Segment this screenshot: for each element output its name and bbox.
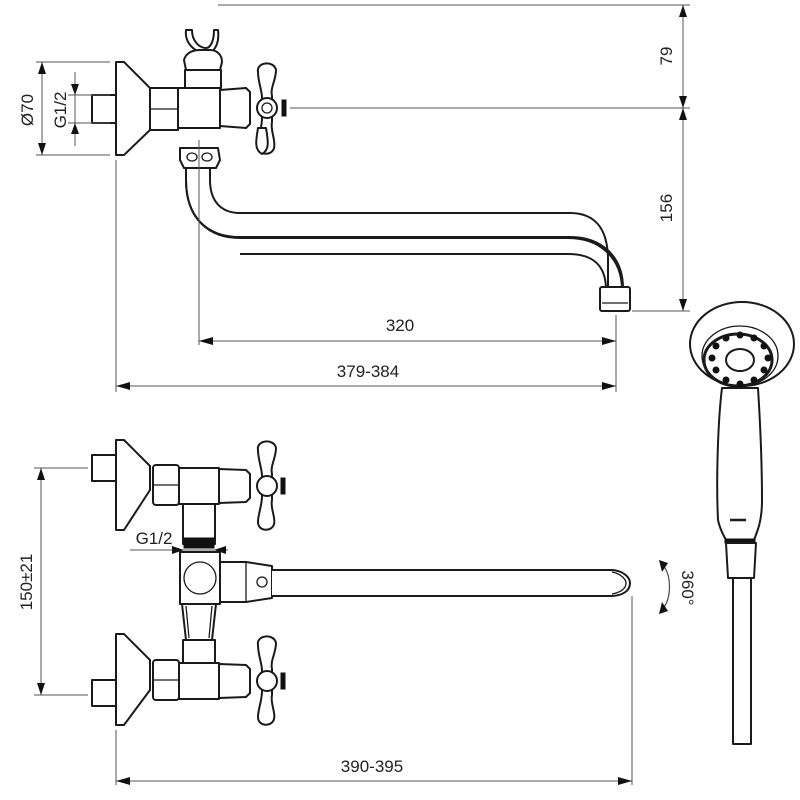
body-upper <box>178 467 220 505</box>
hand-shower <box>689 301 795 745</box>
wall-flange <box>115 61 151 156</box>
dim-outlet-thread: G1/2 <box>136 529 173 548</box>
wall-flange-lower <box>115 633 151 726</box>
dim-inlet-thread: G1/2 <box>51 92 70 129</box>
spray-nozzles <box>708 331 772 388</box>
body-lower <box>178 662 220 700</box>
spout-swivel-nut <box>179 147 221 169</box>
cross-handle-lower <box>256 635 286 726</box>
valve-bonnet-upper <box>218 468 251 504</box>
spout-tube <box>209 168 609 288</box>
side-view <box>91 29 631 312</box>
handle-tip <box>255 127 269 155</box>
side-dimensions: Ø70 G1/2 79 156 320 379-384 <box>18 4 690 392</box>
dim-spout-reach: 320 <box>386 316 414 335</box>
dim-inlet-spacing: 150±21 <box>17 554 36 611</box>
thread-band <box>183 537 215 549</box>
wall-flange-upper <box>115 439 151 531</box>
inlet-stub-lower <box>91 679 117 707</box>
mixer-body <box>177 87 221 129</box>
swivel-arc <box>661 563 671 611</box>
valve-bonnet-lower <box>218 663 251 699</box>
holder-collar <box>184 69 222 89</box>
dim-shower-height: 79 <box>657 47 676 66</box>
dim-total-reach-top: 390-395 <box>341 757 403 776</box>
top-view <box>91 439 631 726</box>
dim-spout-height: 156 <box>657 194 676 222</box>
valve-bonnet <box>219 87 251 129</box>
dim-total-reach-side: 379-384 <box>337 362 399 381</box>
straight-spout <box>272 569 631 597</box>
dim-swivel-angle: 360° <box>678 570 697 605</box>
inlet-stub-upper <box>91 454 117 482</box>
shower-head-center <box>725 348 755 372</box>
diverter-body <box>179 551 221 605</box>
shower-hose <box>732 577 752 745</box>
cross-handle-upper <box>256 440 286 531</box>
dim-flange-diameter: Ø70 <box>18 94 37 126</box>
connector-lower-stem <box>182 639 216 665</box>
top-dimensions: 150±21 G1/2 390-395 360° <box>17 467 697 785</box>
shower-handle <box>716 387 763 541</box>
hose-connector <box>725 542 757 579</box>
aerator <box>599 286 631 312</box>
connector-upper <box>182 503 216 545</box>
shower-holder-cap <box>183 49 223 71</box>
inlet-stub <box>91 94 117 124</box>
